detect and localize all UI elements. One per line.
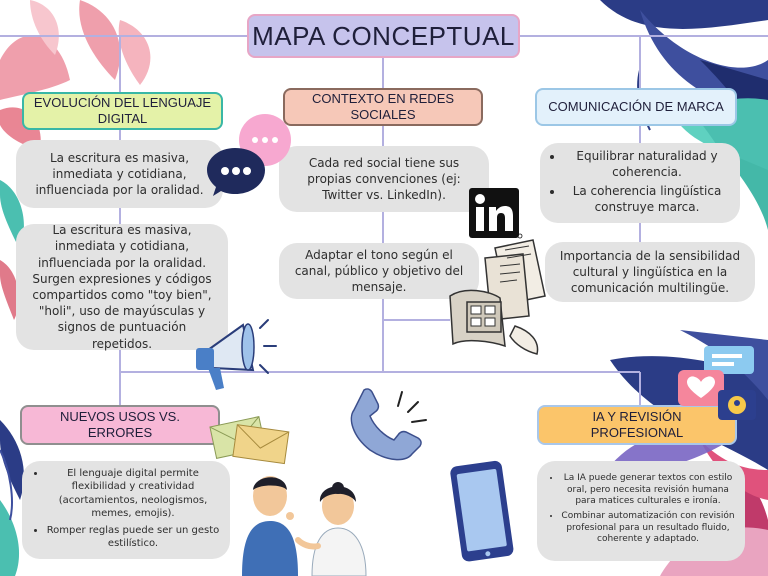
nuevos-bubble: El lenguaje digital permite flexibilidad… <box>22 461 230 559</box>
ia-bullets: La IA puede generar textos con estilo or… <box>547 473 735 549</box>
page-title: MAPA CONCEPTUAL <box>247 14 520 58</box>
marca-bullets: Equilibrar naturalidad y coherencia. La … <box>550 148 730 219</box>
contexto-text-2: Adaptar el tono según el canal, público … <box>294 247 464 295</box>
header-nuevos: NUEVOS USOS VS. ERRORES <box>20 405 220 445</box>
megaphone-icon <box>196 319 277 390</box>
linkedin-logo-icon <box>469 188 523 239</box>
teal-leaves-right <box>720 150 768 230</box>
marca-text-2: Importancia de la sensibilidad cultural … <box>559 248 741 296</box>
header-ia: IA Y REVISIÓN PROFESIONAL <box>537 405 737 445</box>
header-evolucion: EVOLUCIÓN DEL LENGUAJE DIGITAL <box>22 92 223 130</box>
phone-icon <box>350 388 427 461</box>
ia-bullet-1: La IA puede generar textos con estilo or… <box>561 473 735 508</box>
contexto-bubble-2: Adaptar el tono según el canal, público … <box>279 243 479 299</box>
marca-bubble-2: Importancia de la sensibilidad cultural … <box>545 242 755 302</box>
nuevos-bullet-2: Romper reglas puede ser un gesto estilís… <box>46 524 220 551</box>
ia-bullet-2: Combinar automatización con revisión pro… <box>561 511 735 546</box>
header-contexto: CONTEXTO EN REDES SOCIALES <box>283 88 483 126</box>
chat-bubble-icon <box>207 114 291 196</box>
evolucion-bubble-2: La escritura es masiva, inmediata y coti… <box>16 223 228 351</box>
documents-illustration <box>449 239 546 355</box>
evolucion-text-1: La escritura es masiva, inmediata y coti… <box>35 150 204 198</box>
evolucion-text-2: La escritura es masiva, inmediata y coti… <box>32 223 212 351</box>
marca-bubble-1: Equilibrar naturalidad y coherencia. La … <box>540 143 740 223</box>
contexto-text-1: Cada red social tiene sus propias conven… <box>307 155 461 203</box>
marca-bullet-1: Equilibrar naturalidad y coherencia. <box>564 148 730 180</box>
marca-bullet-2: La coherencia lingüística construye marc… <box>564 183 730 215</box>
nuevos-bullets: El lenguaje digital permite flexibilidad… <box>32 467 220 554</box>
contexto-bubble-1: Cada red social tiene sus propias conven… <box>279 146 489 212</box>
evolucion-bubble-1: La escritura es masiva, inmediata y coti… <box>16 140 223 208</box>
header-marca: COMUNICACIÓN DE MARCA <box>535 88 737 126</box>
envelopes-icon <box>209 416 290 465</box>
tablet-icon <box>450 460 514 562</box>
ia-bubble: La IA puede generar textos con estilo or… <box>537 461 745 561</box>
leaves-bottom-left <box>0 420 24 576</box>
people-illustration <box>242 476 367 576</box>
social-notification-icon <box>678 346 756 420</box>
nuevos-bullet-1: El lenguaje digital permite flexibilidad… <box>46 467 220 521</box>
